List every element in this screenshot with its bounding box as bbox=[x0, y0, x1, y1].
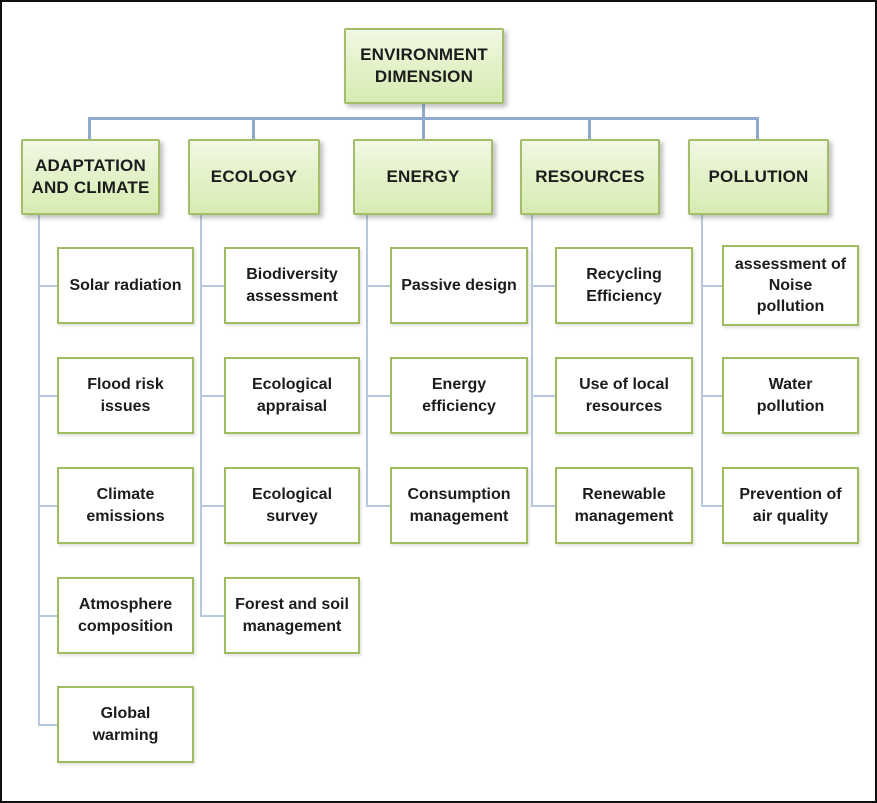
connector-child-stub bbox=[200, 285, 224, 287]
node-child-ecological-appraisal: Ecological appraisal bbox=[224, 357, 360, 434]
connector-branch-stub-3 bbox=[422, 117, 425, 140]
node-child-climate-emissions: Climate emissions bbox=[57, 467, 194, 544]
connector-child-stub bbox=[366, 395, 390, 397]
node-child-energy-efficiency: Energy efficiency bbox=[390, 357, 528, 434]
connector-column-line-3 bbox=[366, 215, 368, 507]
connector-branch-stub-5 bbox=[756, 117, 759, 140]
connector-column-line-2 bbox=[200, 215, 202, 617]
node-child-assessment-of-noise-pollution: assessment of Noise pollution bbox=[722, 245, 859, 326]
node-branch-pollution: POLLUTION bbox=[688, 139, 829, 215]
node-branch-ecology: ECOLOGY bbox=[188, 139, 320, 215]
node-root-environment-dimension: ENVIRONMENT DIMENSION bbox=[344, 28, 504, 104]
connector-column-line-1 bbox=[38, 215, 40, 726]
connector-child-stub bbox=[38, 724, 57, 726]
connector-branch-stub-1 bbox=[88, 117, 91, 140]
node-child-consumption-management: Consumption management bbox=[390, 467, 528, 544]
connector-child-stub bbox=[701, 505, 722, 507]
node-child-renewable-management: Renewable management bbox=[555, 467, 693, 544]
node-child-prevention-of-air-quality: Prevention of air quality bbox=[722, 467, 859, 544]
connector-child-stub bbox=[38, 285, 57, 287]
node-branch-adaptation-and-climate: ADAPTATION AND CLIMATE bbox=[21, 139, 160, 215]
node-branch-energy: ENERGY bbox=[353, 139, 493, 215]
connector-root-vertical bbox=[422, 102, 425, 118]
node-child-use-of-local-resources: Use of local resources bbox=[555, 357, 693, 434]
connector-child-stub bbox=[200, 395, 224, 397]
connector-branch-stub-4 bbox=[588, 117, 591, 140]
connector-child-stub bbox=[38, 615, 57, 617]
node-child-atmosphere-composition: Atmosphere composition bbox=[57, 577, 194, 654]
connector-child-stub bbox=[701, 285, 722, 287]
connector-column-line-5 bbox=[701, 215, 703, 507]
node-child-water-pollution: Water pollution bbox=[722, 357, 859, 434]
node-child-forest-and-soil-management: Forest and soil management bbox=[224, 577, 360, 654]
node-child-recycling-efficiency: Recycling Efficiency bbox=[555, 247, 693, 324]
node-branch-resources: RESOURCES bbox=[520, 139, 660, 215]
connector-child-stub bbox=[38, 505, 57, 507]
node-child-global-warming: Global warming bbox=[57, 686, 194, 763]
node-child-biodiversity-assessment: Biodiversity assessment bbox=[224, 247, 360, 324]
connector-child-stub bbox=[701, 395, 722, 397]
connector-child-stub bbox=[38, 395, 57, 397]
connector-child-stub bbox=[366, 505, 390, 507]
connector-child-stub bbox=[200, 505, 224, 507]
node-child-ecological-survey: Ecological survey bbox=[224, 467, 360, 544]
node-child-flood-risk-issues: Flood risk issues bbox=[57, 357, 194, 434]
node-child-solar-radiation: Solar radiation bbox=[57, 247, 194, 324]
connector-branch-stub-2 bbox=[252, 117, 255, 140]
connector-child-stub bbox=[531, 505, 555, 507]
connector-child-stub bbox=[366, 285, 390, 287]
connector-child-stub bbox=[200, 615, 224, 617]
node-child-passive-design: Passive design bbox=[390, 247, 528, 324]
connector-column-line-4 bbox=[531, 215, 533, 507]
connector-child-stub bbox=[531, 285, 555, 287]
connector-child-stub bbox=[531, 395, 555, 397]
